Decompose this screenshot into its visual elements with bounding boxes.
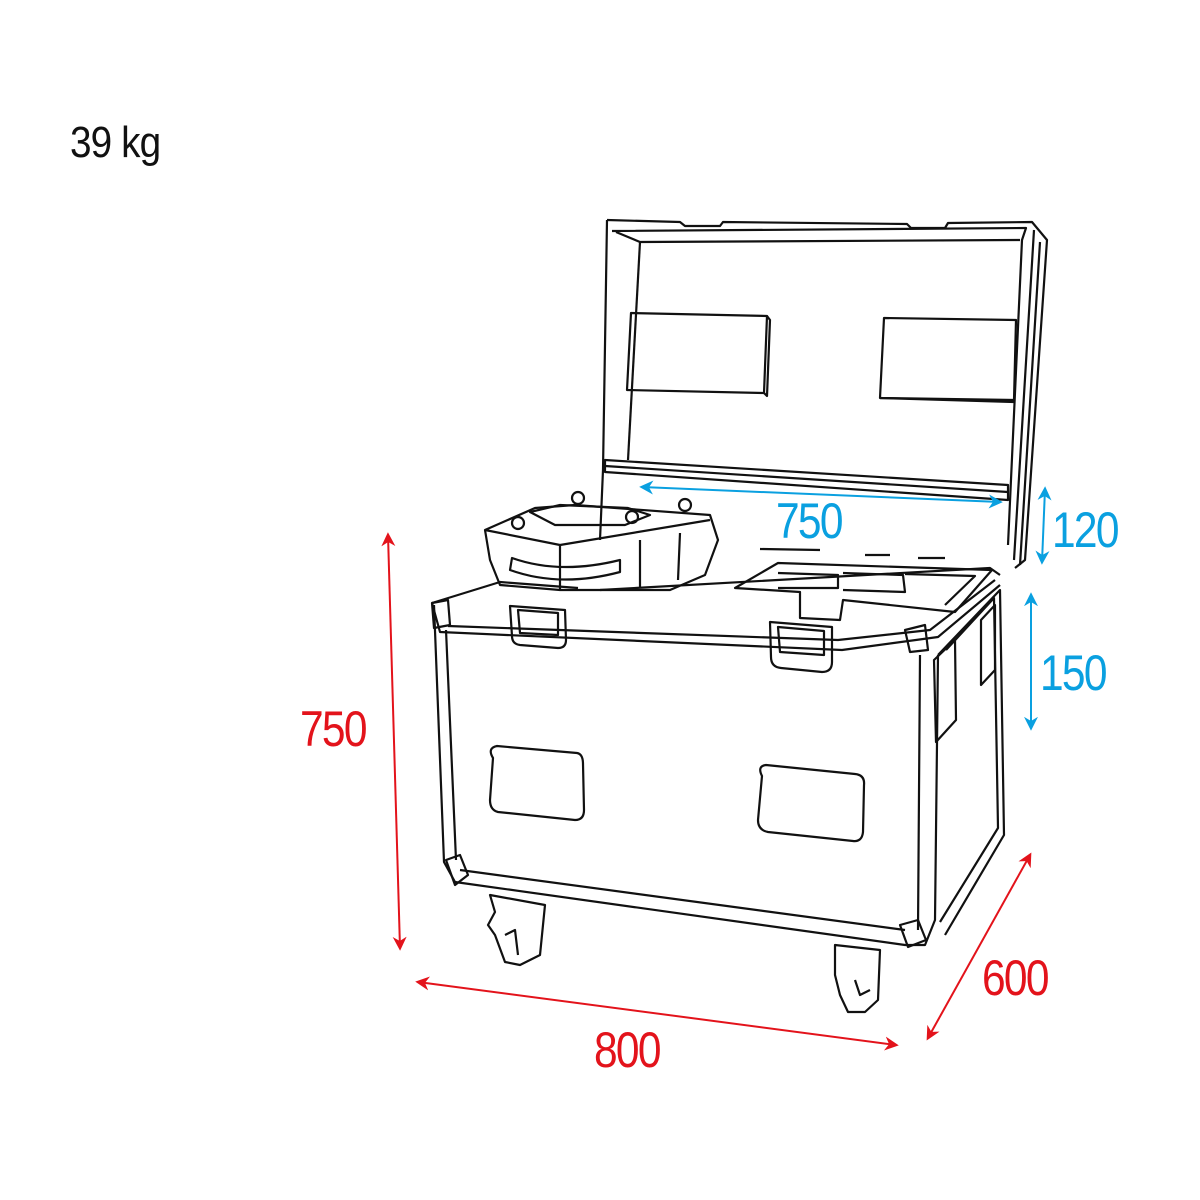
moving-head-fixture: [483, 490, 720, 592]
interior-width-dimension-label: 750: [776, 493, 844, 549]
case-body: [430, 547, 1006, 949]
depth-dimension-line: [926, 852, 1032, 1041]
casters: [486, 893, 882, 1014]
base-depth-dimension-label: 150: [1040, 645, 1108, 701]
interior-width-dimension-line: [639, 480, 1003, 509]
lid-depth-dimension-label: 120: [1052, 502, 1120, 558]
weight-label: 39 kg: [70, 118, 161, 167]
height-dimension-label: 750: [300, 701, 368, 757]
lid-depth-dimension-line: [1035, 486, 1052, 565]
depth-dimension-label: 600: [982, 950, 1050, 1006]
dimension-lines: [381, 480, 1052, 1051]
width-dimension-label: 800: [594, 1022, 662, 1078]
case-lid: [598, 218, 1049, 569]
width-dimension-line: [415, 976, 899, 1051]
height-dimension-line: [381, 532, 407, 951]
